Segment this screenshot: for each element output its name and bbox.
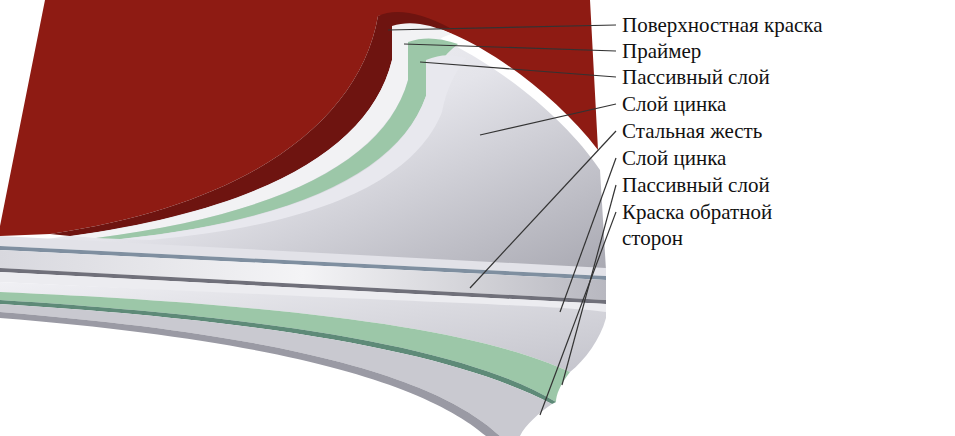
leader-line (480, 104, 616, 135)
layer-label: Стальная жесть (622, 118, 762, 144)
zinc-strip (122, 55, 466, 240)
layer-label: Слой цинка (622, 145, 726, 171)
layer-label: Слой цинка (622, 91, 726, 117)
leader-lines (388, 25, 616, 415)
leader-line (540, 212, 616, 415)
layer-label: Поверхностная краска (622, 12, 823, 38)
back-paint-shade (0, 312, 500, 436)
layer-label: Краска обратной сторон (622, 199, 822, 251)
layer-label: Праймер (622, 38, 701, 64)
layer-label: Пассивный слой (622, 172, 770, 198)
leader-line (404, 44, 616, 51)
layer-label: Пассивный слой (622, 64, 770, 90)
leader-line (420, 62, 616, 77)
leader-line (388, 25, 616, 30)
back-paint (0, 304, 552, 436)
